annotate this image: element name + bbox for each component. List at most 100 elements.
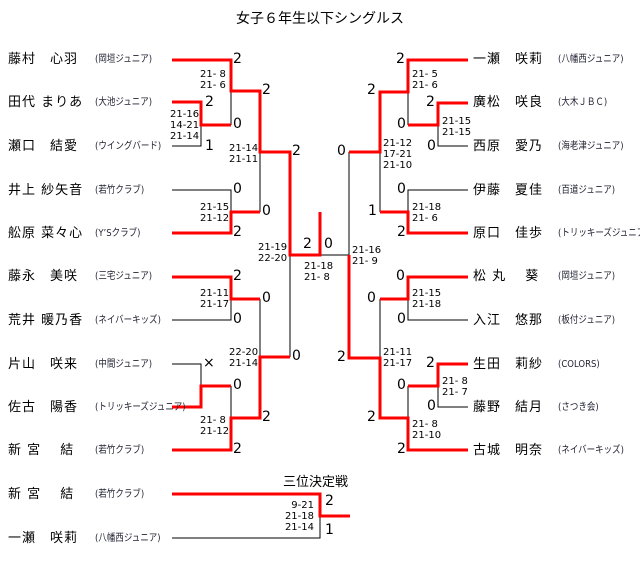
- player-name: 佐古 陽香: [8, 400, 79, 415]
- player-club: (COLORS): [558, 359, 600, 370]
- player-club: (八幡西ジュニア): [558, 54, 624, 65]
- player-club: (海老津ジュニア): [558, 141, 624, 152]
- result: 2: [233, 51, 242, 67]
- result: 0: [233, 181, 242, 197]
- player-name: 一瀬 咲莉: [8, 531, 79, 546]
- result: 1: [368, 203, 377, 219]
- player-name: 片山 咲来: [8, 357, 79, 372]
- match-score: 21- 5 21- 6: [412, 69, 438, 91]
- player-club: (大池ジュニア): [95, 97, 153, 108]
- player-name: 新 宮 結: [8, 487, 75, 502]
- match-score: 21-15 21-12: [200, 202, 230, 224]
- result: 0: [367, 290, 376, 306]
- result: 2: [367, 82, 376, 98]
- player-club: (若竹クラブ): [95, 445, 145, 456]
- player-club: (ネイバーキッズ): [558, 445, 624, 456]
- match-score: 21- 8 21-12: [200, 415, 230, 437]
- player-club: (岡垣ジュニア): [95, 54, 153, 65]
- result: 1: [325, 522, 334, 538]
- lines-black: [172, 91, 468, 539]
- player-name: 一瀬 咲莉: [473, 52, 544, 67]
- result: 0: [427, 398, 436, 414]
- player-name: 古城 明奈: [473, 443, 544, 458]
- match-score: 21-16 21- 9: [352, 245, 382, 267]
- result: 0: [262, 290, 271, 306]
- player-club: (若竹クラブ): [95, 489, 145, 500]
- player-club: (八幡西ジュニア): [95, 533, 161, 544]
- result: 0: [397, 181, 406, 197]
- player-club: (大木ＪＢＣ): [558, 97, 608, 108]
- player-club: (Y’Sクラブ): [95, 228, 141, 239]
- final-result-left: 2: [303, 236, 312, 252]
- match-score: 21- 8 21-10: [412, 419, 442, 441]
- result: 2: [262, 82, 271, 98]
- player-name: 田代 まりあ: [8, 95, 84, 110]
- player-club: (岡垣ジュニア): [558, 271, 616, 282]
- final-score: 21-18 21- 8: [304, 261, 334, 283]
- player-club: (若竹クラブ): [95, 185, 145, 196]
- match-score: 22-20 21-14: [229, 347, 259, 369]
- result: 2: [233, 268, 242, 284]
- player-club: (ネイバーキッズ): [95, 315, 161, 326]
- result: 2: [396, 51, 405, 67]
- result: 2: [233, 441, 242, 457]
- result: 2: [426, 94, 435, 110]
- match-score: 21-11 21-17: [383, 347, 413, 369]
- walkover-mark: ×: [203, 355, 215, 371]
- final-result-right: 0: [324, 236, 333, 252]
- player-club: (さつき会): [558, 402, 599, 413]
- result: 0: [233, 377, 242, 393]
- result: 1: [205, 138, 214, 154]
- match-score: 21-16 14-21 21-14: [170, 109, 200, 142]
- result: 2: [233, 224, 242, 240]
- result: 0: [233, 116, 242, 132]
- player-club: (板付ジュニア): [558, 315, 616, 326]
- match-score: 21- 8 21- 7: [442, 376, 468, 398]
- player-name: 入江 悠那: [473, 313, 544, 328]
- result: 0: [233, 311, 242, 327]
- player-club: (三宅ジュニア): [95, 271, 153, 282]
- bracket-title: 女子６年生以下シングルス: [236, 11, 404, 27]
- third-place-title: 三位決定戦: [283, 475, 349, 490]
- result: 2: [262, 409, 271, 425]
- player-name: 藤村 心羽: [8, 52, 79, 67]
- result: 0: [262, 203, 271, 219]
- player-club: (中間ジュニア): [95, 359, 153, 370]
- result: 2: [367, 409, 376, 425]
- match-score: 21-14 21-11: [229, 143, 259, 165]
- result: 0: [397, 377, 406, 393]
- result: 0: [427, 138, 436, 154]
- player-name: 原口 佳歩: [473, 226, 544, 241]
- match-score: 21-19 22-20: [258, 242, 288, 264]
- player-name: 井上 紗矢音: [8, 183, 84, 198]
- match-score: 21-11 21-17: [200, 288, 230, 310]
- result: 2: [397, 224, 406, 240]
- player-name: 廣松 咲良: [473, 95, 544, 110]
- match-score: 21- 8 21- 6: [200, 69, 226, 91]
- match-score: 21-12 17-21 21-10: [383, 138, 413, 171]
- player-name: 松 丸 葵: [473, 269, 540, 284]
- result: 2: [337, 349, 346, 365]
- result: 0: [397, 116, 406, 132]
- result: 2: [426, 355, 435, 371]
- player-name: 瀬口 結愛: [8, 139, 79, 154]
- player-club: (ウイングバード): [95, 141, 162, 152]
- match-score: 21-18 21- 6: [412, 202, 442, 224]
- result: 0: [292, 348, 301, 364]
- result: 2: [325, 493, 334, 509]
- player-name: 藤永 美咲: [8, 269, 79, 284]
- result: 2: [397, 441, 406, 457]
- player-club: (百道ジュニア): [558, 185, 616, 196]
- player-name: 新 宮 結: [8, 443, 75, 458]
- player-name: 西原 愛乃: [473, 139, 544, 154]
- result: 0: [397, 311, 406, 327]
- player-name: 藤野 結月: [473, 400, 544, 415]
- player-name: 舩原 菜々心: [8, 226, 84, 241]
- result: 2: [292, 143, 301, 159]
- lines-winner: [172, 58, 468, 518]
- result: 0: [396, 268, 405, 284]
- player-name: 荒井 暖乃香: [8, 313, 84, 328]
- match-score: 9-21 21-18 21-14: [284, 500, 314, 533]
